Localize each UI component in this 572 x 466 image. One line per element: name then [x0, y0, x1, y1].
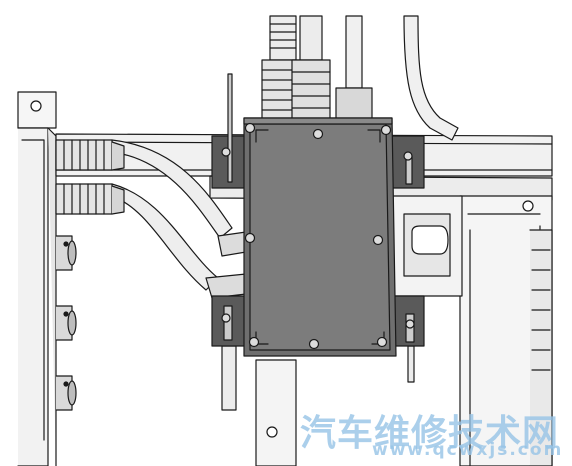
right-frame — [459, 195, 553, 466]
terminal-post-2 — [55, 305, 77, 341]
lower-supports — [221, 345, 415, 466]
left-panel — [17, 91, 57, 466]
mounting-plate — [391, 195, 463, 297]
left-cables — [55, 139, 247, 299]
terminal-posts — [55, 235, 77, 411]
terminal-post-1 — [55, 235, 77, 271]
watermark-site-url: www.qcwxjs.com — [372, 440, 564, 460]
screws — [221, 122, 415, 350]
junction-box — [243, 117, 397, 357]
top-cables — [261, 15, 459, 141]
terminal-post-3 — [55, 375, 77, 411]
corner-brackets — [211, 73, 425, 347]
watermark-site-name: 汽车维修技术网 — [300, 413, 560, 454]
